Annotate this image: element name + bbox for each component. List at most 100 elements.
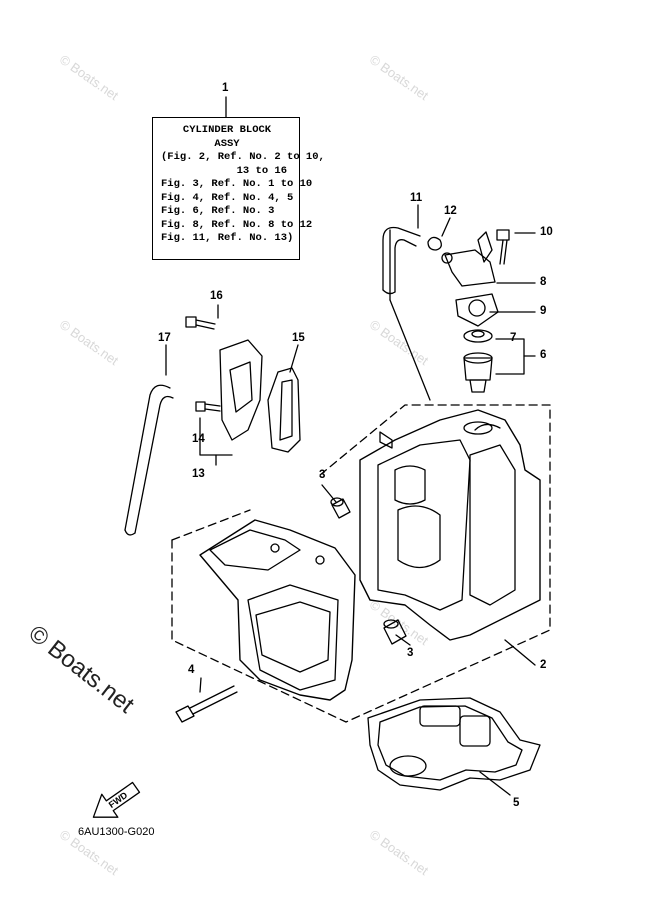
cylinder-block-2	[397, 505, 441, 569]
exhaust-cover	[199, 519, 356, 701]
washer-7	[463, 329, 493, 343]
assy-title-line2: ASSY	[214, 137, 240, 150]
thermostat-cover-8	[477, 231, 493, 263]
callout-16: 16	[210, 290, 223, 302]
gasket-15	[279, 379, 293, 441]
gasket-15	[267, 367, 301, 453]
bolt-10	[499, 239, 504, 265]
exhaust-cover	[247, 584, 339, 691]
cylinder-block-2	[377, 439, 471, 611]
gasket-5	[389, 755, 427, 777]
bracket-13	[229, 361, 253, 413]
diagram-code: 6AU1300-G020	[78, 826, 155, 838]
gasket-9	[455, 293, 499, 327]
gasket-5	[377, 705, 523, 781]
bolt-16	[195, 324, 215, 330]
leader-line	[199, 417, 233, 456]
cylinder-block-2	[469, 444, 516, 606]
callout-1: 1	[222, 82, 229, 94]
clip-12	[427, 236, 442, 251]
hose-17	[124, 384, 171, 531]
bracket-13	[219, 339, 263, 441]
washer-7	[471, 330, 485, 338]
leader-line	[504, 639, 536, 666]
assy-description-box: CYLINDER BLOCK ASSY (Fig. 2, Ref. No. 2 …	[152, 117, 325, 260]
callout-3: 3	[319, 469, 326, 481]
callout-12: 12	[444, 205, 457, 217]
dowel-pin-3	[331, 498, 351, 519]
callout-17: 17	[158, 332, 171, 344]
hose-11	[382, 226, 421, 291]
leader-line	[199, 677, 202, 693]
bolt-16	[195, 319, 216, 325]
assy-line: Fig. 4, Ref. No. 4, 5	[161, 191, 294, 204]
stud-14	[204, 408, 221, 412]
exhaust-cover	[315, 555, 325, 565]
leader-line	[389, 299, 431, 401]
hose-11	[382, 289, 396, 295]
bolt-10	[496, 229, 510, 241]
gasket-5	[419, 705, 461, 727]
assy-line: 13 to 16	[161, 164, 288, 177]
gasket-5	[367, 697, 541, 791]
exhaust-cover	[270, 543, 280, 553]
hose-17	[134, 395, 174, 534]
bolt-10	[503, 239, 508, 265]
leader-line	[395, 634, 411, 646]
bolt-16	[185, 316, 197, 328]
dashed-outline	[171, 509, 251, 541]
gasket-9	[468, 299, 486, 317]
cylinder-block-2	[474, 423, 501, 431]
assy-line: (Fig. 2, Ref. No. 2 to 10,	[161, 151, 325, 163]
callout-6: 6	[540, 349, 547, 361]
cylinder-block-2	[379, 431, 393, 449]
callout-2: 2	[540, 659, 547, 671]
callout-13: 13	[192, 468, 205, 480]
thermostat-6	[463, 357, 493, 381]
callout-15: 15	[292, 332, 305, 344]
leader-line	[321, 484, 337, 503]
dowel-pin-3	[383, 619, 407, 645]
callout-9: 9	[540, 305, 547, 317]
dowel-pin-3	[383, 619, 399, 629]
fwd-arrow	[92, 781, 141, 818]
callout-4: 4	[188, 664, 195, 676]
stud-14	[204, 403, 221, 407]
exhaust-cover	[255, 601, 331, 673]
exhaust-cover	[209, 529, 301, 571]
callout-11: 11	[410, 192, 423, 204]
assy-line: Fig. 11, Ref. No. 13)	[161, 232, 294, 244]
thermostat-cover-8	[444, 249, 496, 287]
cylinder-block-2	[463, 421, 493, 435]
bolt-4	[192, 691, 238, 715]
assy-line: Fig. 6, Ref. No. 3	[161, 205, 275, 217]
leader-line	[441, 217, 451, 237]
assy-title-line1: CYLINDER BLOCK	[182, 124, 272, 136]
callout-14: 14	[192, 433, 205, 445]
thermostat-6	[469, 379, 487, 393]
assy-line: Fig. 8, Ref. No. 8 to 12	[161, 218, 313, 231]
dowel-pin-3	[330, 497, 344, 507]
bolt-4	[189, 685, 235, 709]
hose-17	[124, 529, 136, 536]
thermostat-cover-8	[441, 252, 453, 264]
callout-5: 5	[513, 797, 520, 809]
leader-line	[289, 344, 299, 373]
cylinder-block-2	[394, 465, 426, 505]
gasket-5	[459, 715, 491, 747]
callout-10: 10	[540, 226, 553, 238]
callout-8: 8	[540, 276, 547, 288]
bolt-4	[175, 705, 195, 723]
callout-3: 3	[407, 647, 414, 659]
leader-line	[479, 771, 511, 796]
stud-14	[195, 401, 206, 412]
dashed-outline	[171, 404, 551, 723]
hose-11	[394, 239, 417, 293]
callout-7: 7	[510, 332, 517, 344]
cylinder-block-2	[359, 409, 541, 641]
leader-line	[495, 338, 525, 375]
assy-line: Fig. 3, Ref. No. 1 to 10	[161, 178, 313, 190]
thermostat-6	[463, 352, 493, 364]
